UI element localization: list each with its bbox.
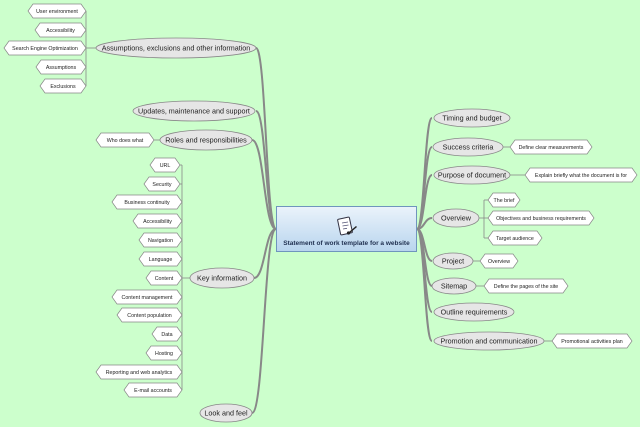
topic-overview-label: Overview [441,214,472,223]
subtopic-key-info-8-box[interactable] [116,307,183,323]
subtopic-key-info-3-label: Accessibility [143,219,172,225]
subtopic-key-info-10-box[interactable] [145,345,183,361]
subtopic-key-info-12-box[interactable] [123,382,183,398]
subtopic-key-info-9-label: Data [161,332,172,338]
subtopic-assumptions-0-label: User environment [36,9,78,15]
topic-roles-bubble[interactable] [159,129,253,151]
subtopic-key-info-2-label: Business continuity [124,200,170,206]
subtopic-overview-0-box[interactable] [487,192,521,208]
branch-line [416,228,433,342]
topic-project-bubble[interactable] [432,252,474,270]
subtopic-overview-1-label: Objectives and business requirements [496,216,586,222]
branch-line [253,228,277,279]
topic-nodes: Assumptions, exclusions and other inform… [3,3,638,423]
central-topic[interactable]: Statement of work template for a website [276,206,417,252]
topic-overview-bubble[interactable] [432,208,480,228]
subtopic-key-info-4-box[interactable] [138,232,183,248]
subtopic-key-info-9-box[interactable] [151,326,183,342]
subtopic-sitemap-0-label: Define the pages of the site [494,284,559,290]
topic-key-info-label: Key information [197,274,247,283]
topic-updates-label: Updates, maintenance and support [138,107,250,116]
subtopic-key-info-11-box[interactable] [95,364,183,380]
topic-sitemap-label: Sitemap [441,282,467,291]
subtopic-assumptions-4-label: Exclusions [50,84,76,90]
topic-look-bubble[interactable] [199,403,253,423]
subtopic-key-info-11-label: Reporting and web analytics [106,370,173,376]
subtopic-key-info-0-label: URL [160,163,171,169]
subtopic-promotion-0-label: Promotional activities plan [561,339,623,345]
subtopic-assumptions-1-label: Accessibility [46,28,75,34]
topic-sitemap-bubble[interactable] [431,277,477,295]
subtopic-key-info-10-label: Hosting [155,351,173,357]
subtopic-key-info-7-label: Content management [122,295,173,301]
subtopic-key-info-4-label: Navigation [148,238,173,244]
subtopic-overview-1-box[interactable] [487,210,595,226]
topic-key-info-bubble[interactable] [189,267,255,289]
topic-project-label: Project [442,257,464,266]
subtopic-key-info-3-box[interactable] [132,213,183,229]
topic-purpose-label: Purpose of document [438,171,506,180]
branch-line [416,174,433,230]
topic-roles-label: Roles and responsibilities [165,136,247,145]
subtopic-assumptions-3-label: Assumptions [46,65,77,71]
subtopic-assumptions-2-box[interactable] [3,40,87,56]
subtopic-assumptions-1-box[interactable] [34,22,87,38]
subtopic-sitemap-0-box[interactable] [483,278,569,294]
subtopic-key-info-2-box[interactable] [111,194,183,210]
subtopic-assumptions-4-box[interactable] [39,78,87,94]
topic-timing-bubble[interactable] [433,108,511,128]
topic-outline-label: Outline requirements [441,308,508,317]
subtopic-key-info-5-label: Language [149,257,173,263]
topic-outline-bubble[interactable] [433,302,515,322]
document-pen-icon [336,216,357,236]
topic-success-label: Success criteria [443,143,494,152]
subtopic-project-0-label: Overview [488,259,510,265]
subtopic-key-info-5-box[interactable] [138,251,183,267]
subtopic-project-0-box[interactable] [479,253,519,269]
topic-timing-label: Timing and budget [442,114,501,123]
branch-line [255,110,277,230]
topic-promotion-label: Promotion and communication [440,337,537,346]
topic-success-bubble[interactable] [432,137,504,157]
branch-line [251,228,277,414]
subtopic-assumptions-3-box[interactable] [35,59,87,75]
subtopic-key-info-6-label: Content [155,276,174,282]
subtopic-overview-2-box[interactable] [487,230,543,246]
subtopic-purpose-0-label: Explain briefly what the document is for [535,173,627,179]
subtopic-roles-0-box[interactable] [95,132,155,148]
central-topic-title: Statement of work template for a website [283,240,410,247]
branch-lines [85,11,552,414]
subtopic-promotion-0-box[interactable] [551,333,633,349]
subtopic-success-0-box[interactable] [509,139,593,155]
branch-line [416,117,433,230]
subtopic-purpose-0-box[interactable] [524,167,638,183]
topic-assumptions-bubble[interactable] [95,37,257,59]
subtopic-success-0-label: Define clear measurements [519,145,584,151]
subtopic-key-info-7-box[interactable] [111,289,183,305]
topic-purpose-bubble[interactable] [433,165,511,185]
subtopic-key-info-0-box[interactable] [149,157,181,173]
subtopic-key-info-8-label: Content population [127,313,172,319]
subtopic-assumptions-2-label: Search Engine Optimization [12,46,78,52]
subtopic-roles-0-label: Who does what [107,138,144,144]
subtopic-key-info-1-label: Security [152,182,171,188]
branch-line [251,139,277,230]
topic-assumptions-label: Assumptions, exclusions and other inform… [102,44,251,53]
topic-updates-bubble[interactable] [132,100,256,122]
topic-look-label: Look and feel [204,409,248,418]
topic-promotion-bubble[interactable] [433,331,545,351]
subtopic-key-info-12-label: E-mail accounts [134,388,172,394]
subtopic-key-info-1-box[interactable] [143,176,181,192]
subtopic-overview-2-label: Target audience [496,236,534,242]
subtopic-overview-0-label: The brief [494,198,515,204]
subtopic-assumptions-0-box[interactable] [27,3,87,19]
subtopic-key-info-6-box[interactable] [145,270,183,286]
